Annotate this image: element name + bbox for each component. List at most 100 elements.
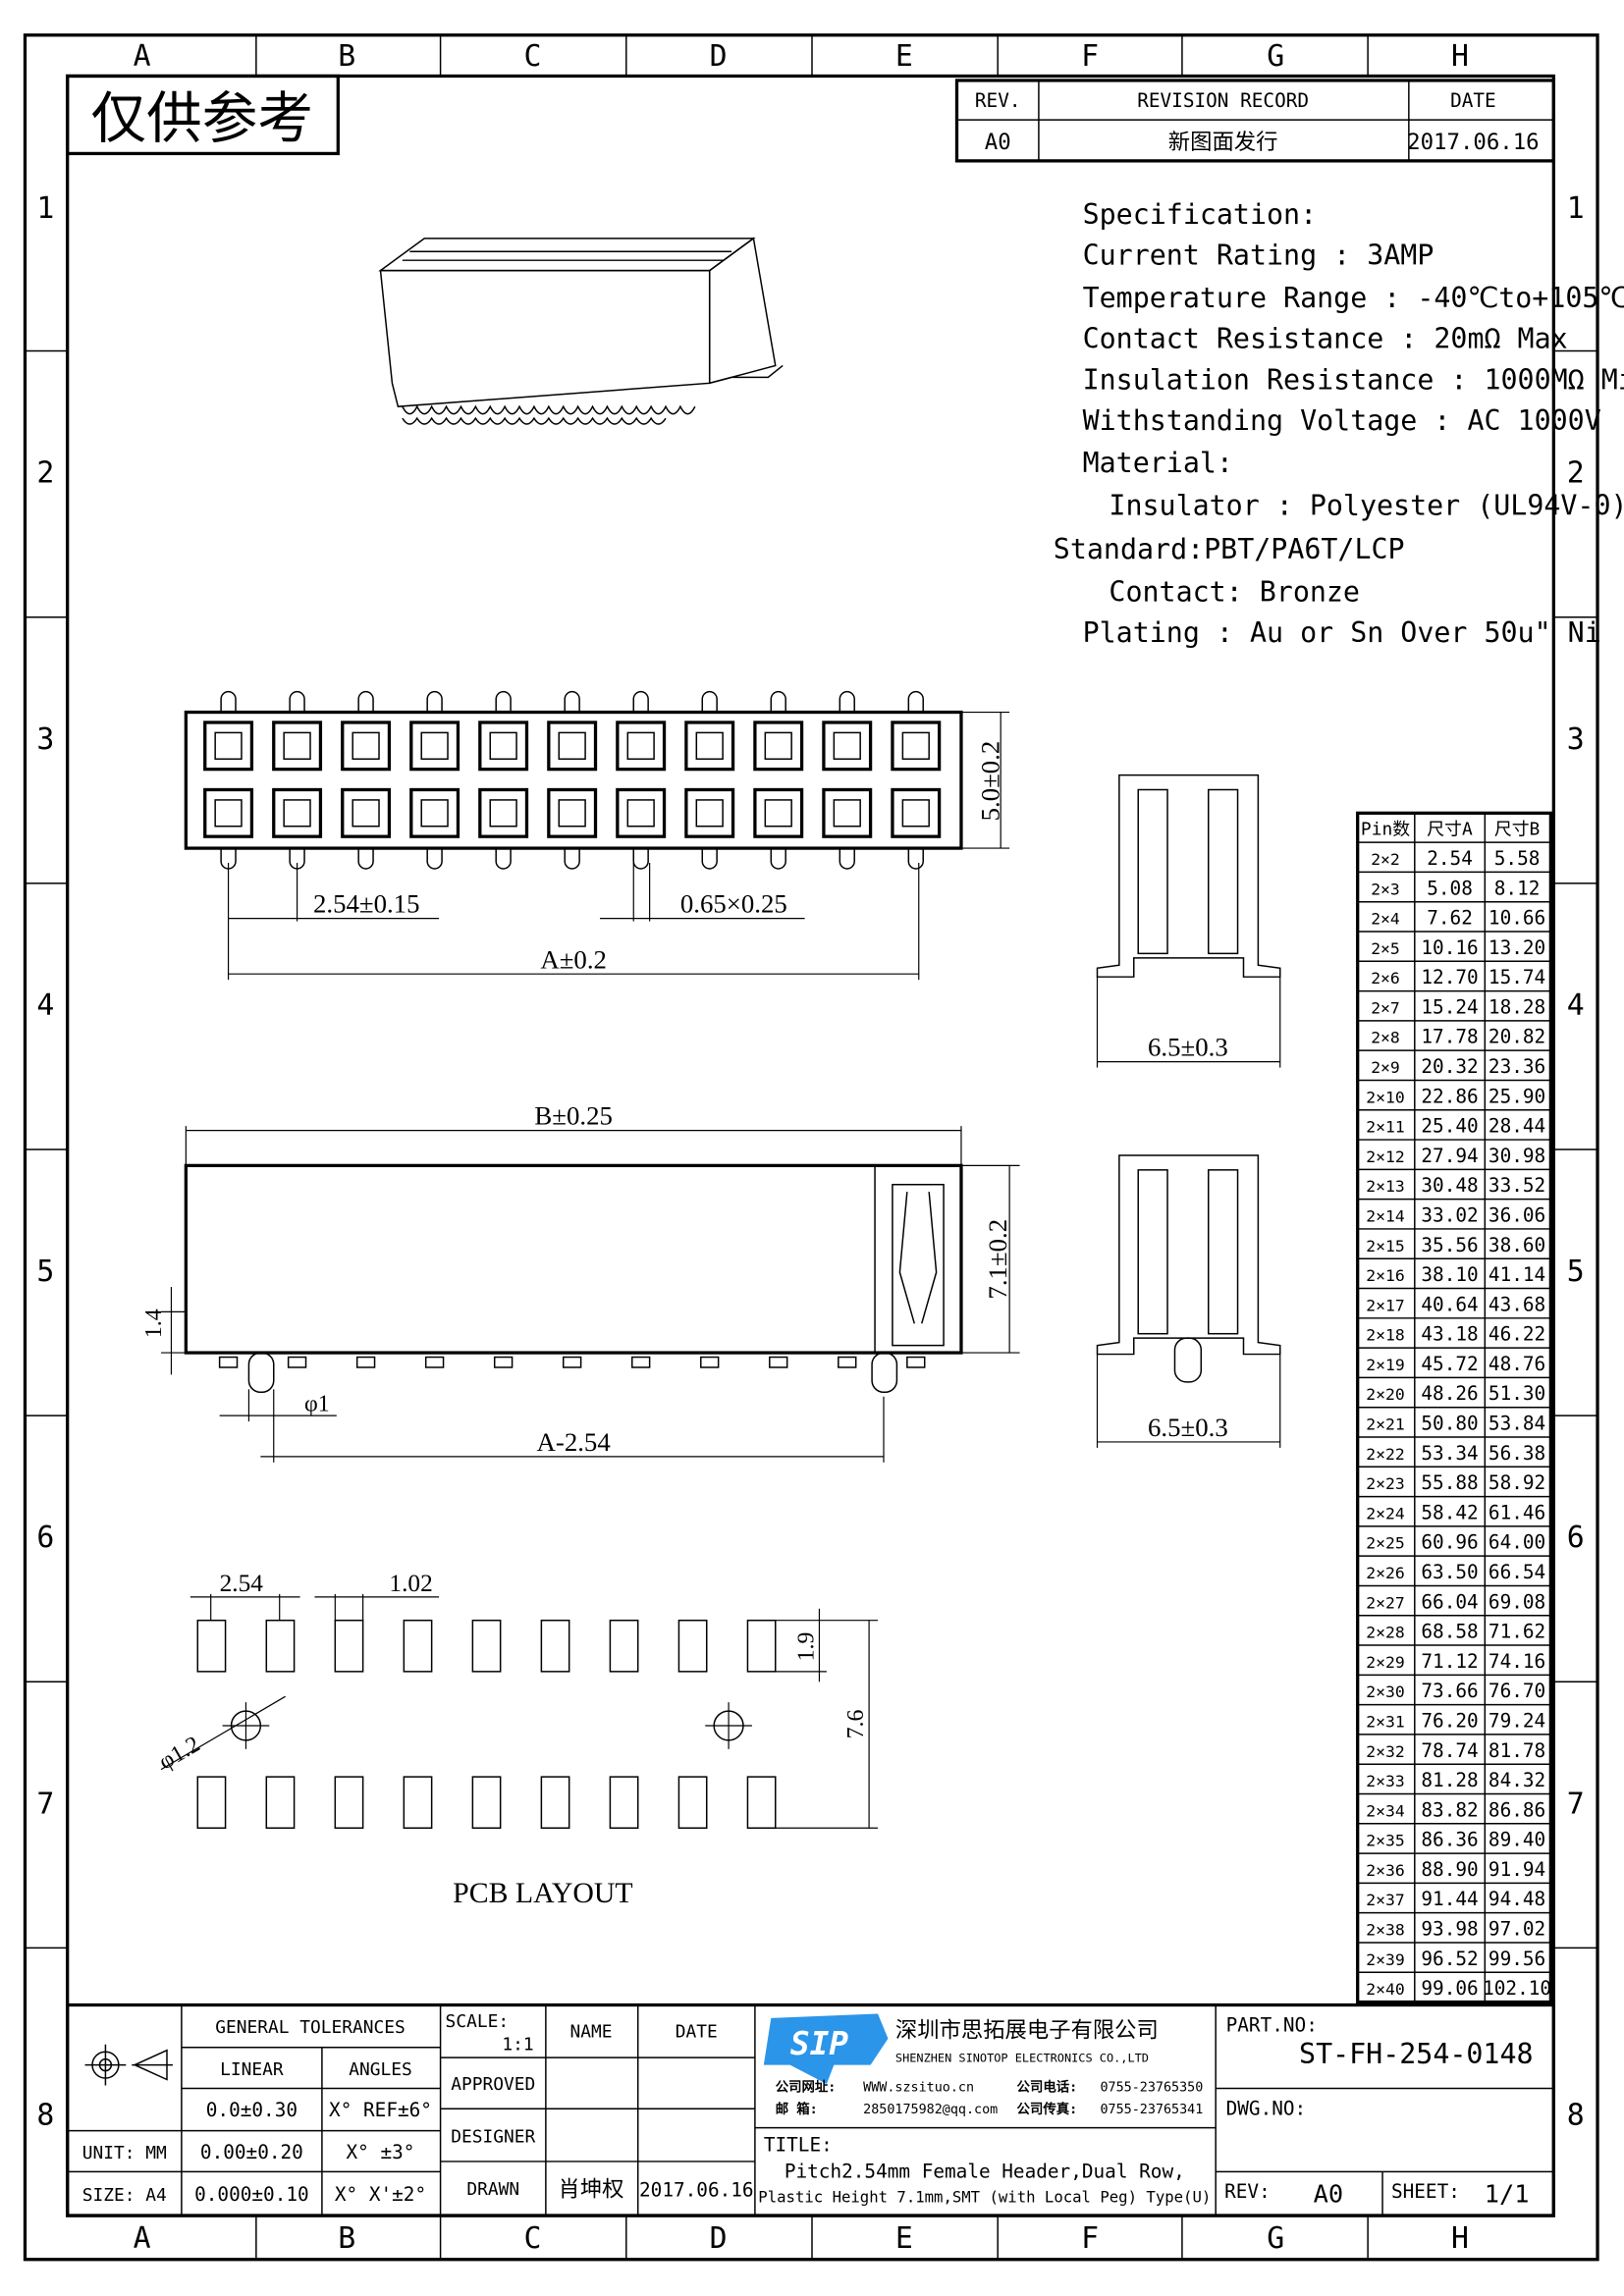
side-pin bbox=[906, 1356, 926, 1368]
pin-table-cell: 41.14 bbox=[1489, 1263, 1545, 1286]
pin-table-cell: 20.32 bbox=[1421, 1055, 1478, 1078]
pin-table-cell: 2×31 bbox=[1366, 1712, 1404, 1731]
pin-table-cell: 64.00 bbox=[1489, 1531, 1545, 1554]
pin-table-cell: 58.42 bbox=[1421, 1501, 1478, 1523]
contact-opening bbox=[283, 799, 311, 828]
pin-table-cell: 88.90 bbox=[1421, 1858, 1478, 1881]
row-label: 3 bbox=[36, 722, 54, 757]
pin-table-cell: 36.06 bbox=[1489, 1203, 1545, 1226]
part-no: ST-FH-254-0148 bbox=[1299, 2038, 1534, 2070]
pin-bottom bbox=[839, 848, 855, 870]
pin-table-cell: 40.64 bbox=[1421, 1293, 1478, 1315]
contact-cell bbox=[891, 787, 942, 838]
pcb-pad bbox=[471, 1776, 502, 1830]
side-pin bbox=[562, 1356, 582, 1368]
pcb-pad bbox=[540, 1776, 570, 1830]
pcb-pad bbox=[265, 1776, 296, 1830]
pin-table-cell: 86.86 bbox=[1489, 1798, 1545, 1821]
sheet-label: SHEET: bbox=[1391, 2180, 1460, 2203]
pcb-pad bbox=[196, 1776, 227, 1830]
pin-table-cell: 15.74 bbox=[1489, 966, 1545, 988]
pin-top bbox=[357, 691, 374, 713]
dim-width-65-a: 6.5±0.3 bbox=[1148, 1033, 1228, 1062]
pin-top bbox=[770, 691, 786, 713]
row-label: 5 bbox=[1567, 1255, 1585, 1289]
title-label: TITLE: bbox=[764, 2134, 833, 2157]
pin-table-cell: 2×20 bbox=[1366, 1385, 1404, 1404]
contact-opening bbox=[558, 799, 586, 828]
company-name-cn: 深圳市思拓展电子有限公司 bbox=[895, 2017, 1159, 2043]
pin-top bbox=[220, 691, 237, 713]
spec-line: Insulation Resistance : 1000MΩ Min bbox=[1083, 363, 1624, 396]
pcb-pad bbox=[540, 1619, 570, 1673]
col-label: G bbox=[1267, 39, 1284, 74]
spec-line: Temperature Range : -40℃to+105℃ bbox=[1083, 282, 1624, 314]
website: WWW.szsituo.cn bbox=[863, 2080, 974, 2095]
pin-top bbox=[632, 691, 649, 713]
pin-top bbox=[907, 691, 924, 713]
pin-table-cell: 2×6 bbox=[1371, 969, 1400, 988]
pin-table-cell: 91.94 bbox=[1489, 1858, 1545, 1881]
row-label: 1 bbox=[1567, 191, 1585, 226]
pin-table-cell: 99.06 bbox=[1421, 1977, 1478, 2000]
pin-top bbox=[495, 691, 512, 713]
pcb-pad bbox=[403, 1619, 433, 1673]
dim-peg-diameter: φ1 bbox=[304, 1392, 330, 1417]
row-label: 7 bbox=[1567, 1787, 1585, 1821]
spec-line: Standard:PBT/PA6T/LCP bbox=[1054, 533, 1405, 565]
scale-label: SCALE: bbox=[446, 2011, 510, 2032]
pin-table-cell: 2×37 bbox=[1366, 1891, 1404, 1909]
pcb-pad bbox=[265, 1619, 296, 1673]
pin-table-cell: 2×32 bbox=[1366, 1742, 1404, 1761]
pcb-pad bbox=[677, 1776, 708, 1830]
rev-label: REV: bbox=[1224, 2180, 1271, 2203]
dim-pcb-pitch: 2.54 bbox=[220, 1570, 264, 1597]
pin-table-cell: 2×23 bbox=[1366, 1474, 1404, 1493]
pcb-pad bbox=[334, 1776, 364, 1830]
contact-cell bbox=[616, 721, 667, 772]
dim-pin-size: 0.65×0.25 bbox=[680, 889, 787, 919]
pcb-pad bbox=[677, 1619, 708, 1673]
contact-cell bbox=[341, 721, 392, 772]
pin-table-cell: 69.08 bbox=[1489, 1590, 1545, 1613]
pcb-pad bbox=[334, 1619, 364, 1673]
contact-cell bbox=[478, 787, 529, 838]
pin-table-cell: 2×11 bbox=[1366, 1118, 1404, 1137]
pin-table-header: 尺寸B bbox=[1494, 820, 1540, 840]
tolerance-linear: 0.000±0.10 bbox=[194, 2183, 309, 2206]
contact-opening bbox=[695, 799, 724, 828]
reference-stamp: 仅供参考 bbox=[66, 74, 340, 156]
pin-table-cell: 2×2 bbox=[1371, 850, 1400, 869]
side-view: B±0.25 7.1±0.2 1.4 φ1 A-2.54 bbox=[141, 1101, 1020, 1463]
part-no-label: PART.NO: bbox=[1226, 2013, 1318, 2036]
pin-table-cell: 43.18 bbox=[1421, 1323, 1478, 1346]
contact-opening bbox=[420, 731, 449, 760]
dim-height-5: 5.0±0.2 bbox=[976, 741, 1005, 822]
pin-table-cell: 55.88 bbox=[1421, 1471, 1478, 1494]
contact-opening bbox=[489, 799, 517, 828]
linear-label: LINEAR bbox=[220, 2059, 284, 2080]
drawn-label: DRAWN bbox=[466, 2179, 519, 2200]
pin-table-cell: 2×3 bbox=[1371, 880, 1400, 898]
contact-cell bbox=[891, 721, 942, 772]
side-pin bbox=[493, 1356, 514, 1368]
pin-table-cell: 50.80 bbox=[1421, 1413, 1478, 1435]
side-pin bbox=[769, 1356, 788, 1368]
pin-table-cell: 8.12 bbox=[1494, 877, 1541, 899]
dim-height-71: 7.1±0.2 bbox=[983, 1219, 1012, 1300]
row-label: 5 bbox=[36, 1255, 54, 1289]
pin-table-cell: 2×15 bbox=[1366, 1237, 1404, 1255]
pin-table-cell: 5.58 bbox=[1494, 847, 1541, 870]
pcb-pad bbox=[609, 1619, 639, 1673]
rev-value: A0 bbox=[985, 130, 1011, 155]
pin-table-cell: 2×28 bbox=[1366, 1624, 1404, 1642]
pin-table-cell: 2×34 bbox=[1366, 1801, 1405, 1820]
pin-table-cell: 2×14 bbox=[1366, 1206, 1405, 1225]
top-view: 5.0±0.2 2.54±0.15 0.65×0.25 A±0.2 bbox=[184, 691, 1010, 981]
pin-table-cell: 30.48 bbox=[1421, 1174, 1478, 1197]
pin-table-cell: 89.40 bbox=[1489, 1829, 1545, 1851]
pin-bottom bbox=[357, 848, 374, 870]
pcb-pad bbox=[403, 1776, 433, 1830]
pin-top bbox=[564, 691, 580, 713]
contact-cell bbox=[409, 787, 460, 838]
